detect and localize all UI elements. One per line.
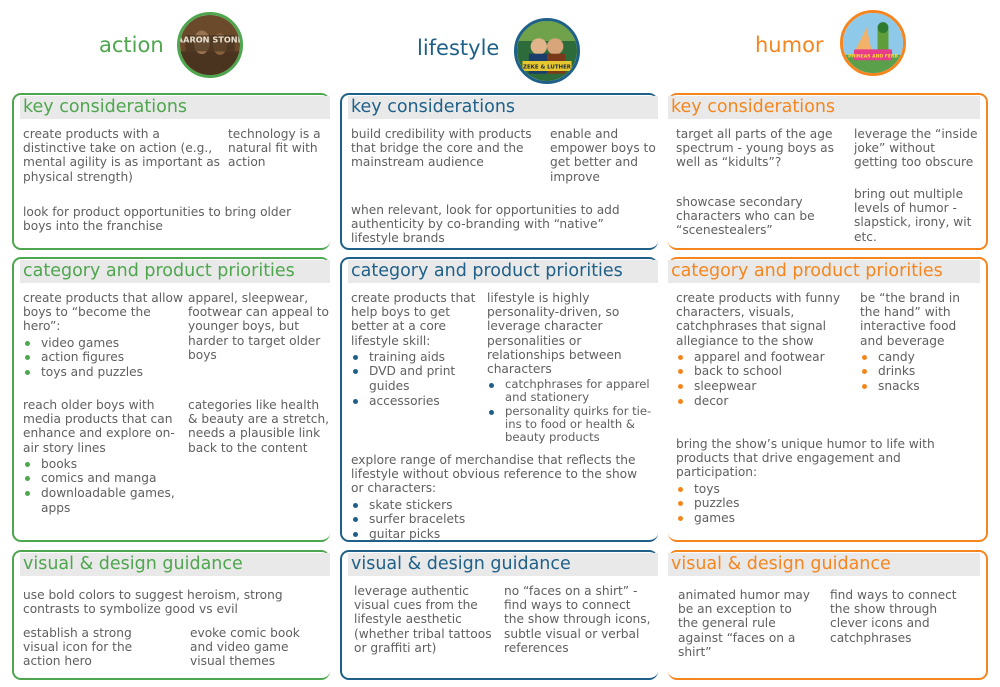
list-item: sleepwear [676,379,852,394]
column-title-humor: humor [755,33,824,57]
action-visual-design-box: visual & design guidance use bold colors… [12,550,330,680]
lifestyle-key-considerations-heading: key considerations [348,96,658,119]
column-title-lifestyle: lifestyle [417,36,500,60]
lifestyle-cat-core-skill-list: training aids DVD and print guides acces… [351,350,483,408]
humor-cat-unique-humor-list: toys puzzles games [676,482,966,526]
list-item: games [676,511,966,526]
list-item: puzzles [676,496,966,511]
lifestyle-cat-personality: lifestyle is highly personality-driven, … [487,291,659,445]
phineas-and-ferb-logo-icon: PHINEAS AND FERB [840,10,906,76]
humor-key-text-age-spectrum: target all parts of the age spectrum - y… [676,127,834,170]
action-cat-apparel: apparel, sleepwear, footwear can appeal … [188,291,329,362]
lifestyle-key-text-co-branding: when relevant, look for opportunities to… [351,203,620,246]
phineas-and-ferb-logo-text: PHINEAS AND FERB [848,54,898,60]
action-cat-media-products: reach older boys with media products tha… [23,398,187,515]
action-key-text-distinctive: create products with a distinctive take … [23,127,221,184]
humor-key-considerations-heading: key considerations [668,96,980,119]
zeke-and-luther-logo-icon: ZEKE & LUTHER [514,18,580,84]
column-header-humor: humor PHINEAS AND FERB [664,6,994,84]
list-item: surfer bracelets [351,512,651,527]
lifestyle-key-text-empower: enable and empower boys to get better an… [550,127,656,184]
action-key-text-technology: technology is a natural fit with action [228,127,321,170]
humor-vis-animated-humor: animated humor may be an exception to th… [678,588,811,659]
list-item: snacks [860,379,982,394]
lifestyle-category-priorities-box: category and product priorities create p… [340,257,658,542]
list-item: training aids [351,350,483,365]
list-item: downloadable games, apps [23,486,187,515]
action-cat-become-hero-text: create products that allow boys to “beco… [23,291,183,334]
humor-vis-clever-icons: find ways to connect the show through cl… [830,588,957,645]
action-vis-bold-colors: use bold colors to suggest heroism, stro… [23,588,283,617]
lifestyle-cat-merchandise: explore range of merchandise that reflec… [351,453,651,541]
list-item: candy [860,350,982,365]
aaron-stone-logo-icon: AARON STONE [177,12,243,78]
lifestyle-visual-design-heading: visual & design guidance [348,553,658,576]
action-category-priorities-heading: category and product priorities [20,260,330,283]
action-cat-become-hero-list: video games action figures toys and puzz… [23,336,183,380]
list-item: drinks [860,364,982,379]
humor-key-text-inside-joke: leverage the “inside joke” without getti… [854,127,978,170]
action-key-considerations-heading: key considerations [20,96,330,119]
humor-key-text-scenestealers: showcase secondary characters who can be… [676,195,815,238]
list-item: books [23,457,187,472]
lifestyle-cat-merchandise-text: explore range of merchandise that reflec… [351,453,638,496]
column-header-lifestyle: lifestyle ZEKE & LUTHER [336,6,656,84]
list-item: catchphrases for apparel and stationery [487,378,659,404]
lifestyle-cat-personality-text: lifestyle is highly personality-driven, … [487,291,622,377]
humor-cat-brand-in-hand-text: be “the brand in the hand” with interact… [860,291,960,348]
list-item: accessories [351,394,483,409]
action-vis-comic-book: evoke comic book and video game visual t… [190,626,300,669]
humor-cat-brand-in-hand: be “the brand in the hand” with interact… [860,291,982,394]
column-title-action: action [99,33,164,57]
list-item: apparel and footwear [676,350,852,365]
action-cat-media-products-list: books comics and manga downloadable game… [23,457,187,515]
list-item: skate stickers [351,498,651,513]
lifestyle-key-considerations-box: key considerations build credibility wit… [340,93,658,250]
list-item: back to school [676,364,852,379]
action-vis-visual-icon: establish a strong visual icon for the a… [23,626,133,669]
humor-category-priorities-heading: category and product priorities [668,260,980,283]
zeke-and-luther-logo-text: ZEKE & LUTHER [523,64,572,70]
humor-key-text-multiple-levels: bring out multiple levels of humor - sla… [854,187,972,244]
humor-cat-brand-in-hand-list: candy drinks snacks [860,350,982,394]
aaron-stone-logo-text: AARON STONE [180,34,240,44]
action-cat-media-products-text: reach older boys with media products tha… [23,398,175,455]
lifestyle-cat-core-skill: create products that help boys to get be… [351,291,483,408]
lifestyle-category-priorities-heading: category and product priorities [348,260,658,283]
lifestyle-cat-core-skill-text: create products that help boys to get be… [351,291,476,348]
humor-visual-design-box: visual & design guidance animated humor … [668,550,988,680]
action-category-priorities-box: category and product priorities create p… [12,257,330,542]
lifestyle-key-text-credibility: build credibility with products that bri… [351,127,532,170]
lifestyle-cat-personality-list: catchphrases for apparel and stationery … [487,378,659,444]
humor-cat-funny-characters-list: apparel and footwear back to school slee… [676,350,852,408]
lifestyle-vis-authentic-cues: leverage authentic visual cues from the … [354,584,492,655]
lifestyle-vis-no-faces: no “faces on a shirt” - find ways to con… [504,584,651,655]
humor-cat-funny-characters: create products with funny characters, v… [676,291,852,408]
action-key-text-older-boys: look for product opportunities to bring … [23,205,292,234]
humor-cat-unique-humor: bring the show’s unique humor to life wi… [676,437,966,525]
list-item: decor [676,394,852,409]
list-item: action figures [23,350,183,365]
humor-key-considerations-box: key considerations target all parts of t… [668,93,988,250]
action-cat-become-hero: create products that allow boys to “beco… [23,291,183,379]
action-key-considerations-box: key considerations create products with … [12,93,330,250]
list-item: video games [23,336,183,351]
list-item: DVD and print guides [351,364,483,393]
humor-cat-funny-characters-text: create products with funny characters, v… [676,291,841,348]
column-header-action: action AARON STONE [0,6,330,84]
action-visual-design-heading: visual & design guidance [20,553,330,576]
humor-cat-unique-humor-text: bring the show’s unique humor to life wi… [676,437,935,480]
list-item: comics and manga [23,471,187,486]
list-item: guitar picks [351,527,651,542]
humor-category-priorities-box: category and product priorities create p… [668,257,988,542]
action-cat-health-beauty: categories like health & beauty are a st… [188,398,330,455]
list-item: personality quirks for tie-ins to food o… [487,405,659,444]
lifestyle-cat-merchandise-list: skate stickers surfer bracelets guitar p… [351,498,651,542]
lifestyle-visual-design-box: visual & design guidance leverage authen… [340,550,658,680]
humor-visual-design-heading: visual & design guidance [668,553,980,576]
list-item: toys [676,482,966,497]
list-item: toys and puzzles [23,365,183,380]
